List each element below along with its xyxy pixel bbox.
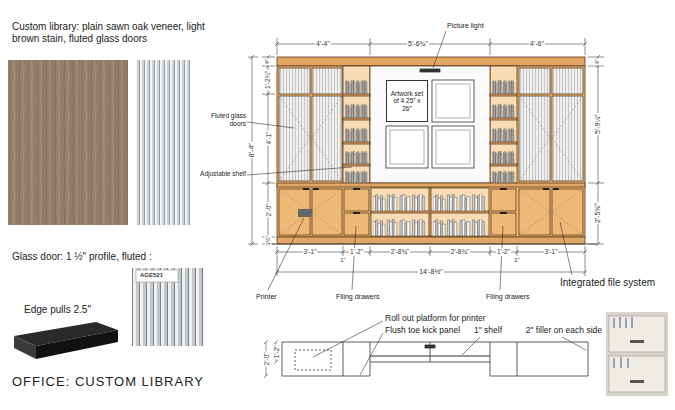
dimension-label: 1" (339, 257, 346, 264)
callout-label: Integrated file system (560, 277, 655, 289)
dimension-label: 1'-2¾" (264, 70, 272, 90)
artwork-frames (386, 69, 474, 168)
filing-drawer-photo (606, 312, 668, 396)
wood-sample (8, 60, 128, 225)
dimension-lines (248, 38, 604, 378)
dimension-label: 3½" (264, 234, 271, 246)
dimension-label: 2'-8¾" (450, 248, 470, 256)
dimension-label: 14'-8½" (418, 268, 444, 276)
dimension-label: 4" (264, 58, 271, 65)
dimension-label: 3'-1" (544, 248, 559, 256)
dimension-label: 8'-4" (248, 142, 256, 158)
plan-section (282, 342, 588, 376)
dimension-label: 2'-0" (264, 203, 272, 218)
plan-note: 2" filler on each side (526, 325, 602, 335)
glass-sample (136, 60, 190, 225)
glass-door-photo (132, 268, 204, 346)
leader-lines (247, 31, 586, 375)
dimension-label: 2'-0" (262, 352, 270, 367)
door-swing-lines (279, 96, 583, 235)
sample-tag: AGE521 (139, 272, 164, 279)
callout-label: Adjustable shelf (200, 170, 246, 178)
plan-note: Flush toe kick panel (385, 325, 460, 335)
material-note: Edge pulls 2.5" (24, 304, 91, 316)
dimension-label: 1'-2" (496, 248, 511, 256)
dimension-label: 2'-8¾" (390, 248, 410, 256)
plan-note: Roll out platform for printer (385, 313, 486, 323)
dimension-label: 4'-6" (529, 40, 545, 48)
dimension-label: 4" (594, 58, 601, 65)
material-note: Custom library: plain sawn oak veneer, l… (12, 21, 227, 45)
dimension-label: 5'-6¾" (407, 40, 429, 48)
callout-label: Filing drawers (486, 293, 530, 301)
callout-label: Filing drawers (336, 293, 380, 301)
dimension-label: 2'-5⅝" (594, 202, 602, 224)
material-note: Glass door: 1 ½" profile, fluted : (12, 251, 152, 263)
book-rows (345, 80, 514, 236)
node-text: Artwork set of 4 25" x 26" (389, 90, 425, 112)
dimension-label: 4'-4" (315, 40, 331, 48)
callout-label: Printer (256, 293, 277, 301)
page-title: OFFICE: CUSTOM LIBRARY (12, 374, 204, 390)
dimension-label: 4'-1" (264, 131, 272, 146)
floor-line (266, 244, 597, 245)
dimension-label: 3'-1" (303, 248, 318, 256)
dimension-label: 1'-2" (349, 248, 364, 256)
dimension-label: 1" (513, 257, 520, 264)
artwork-frame: Artwork set of 4 25" x 26" (386, 80, 428, 122)
pulls (298, 188, 559, 217)
callout-label: Picture light (447, 22, 484, 30)
edge-pull (14, 322, 118, 359)
plan-note: 1" shelf (474, 325, 502, 335)
dimension-label: 1'-2" (272, 345, 280, 360)
dimension-label: 5'-9¼" (594, 113, 602, 135)
callout-label: Fluted glass doors (200, 112, 246, 128)
cabinet-elevation (277, 57, 585, 244)
